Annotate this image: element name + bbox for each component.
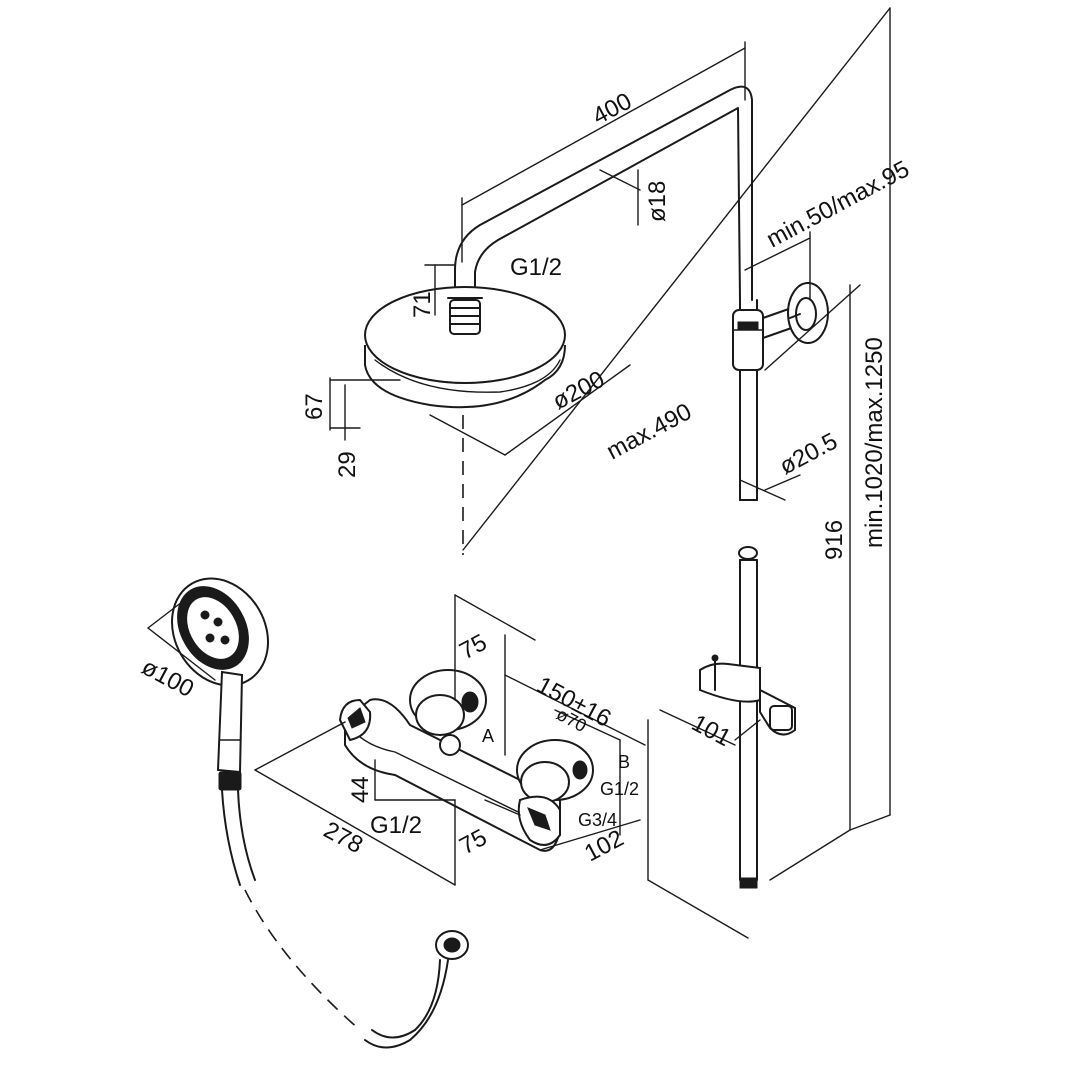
dimension-lines [147,7,891,939]
dim-mixer-height: 44 [347,776,374,803]
rain-shower-head [364,286,566,409]
dim-pole-diameter: ø20.5 [775,428,842,481]
dim-mixer-depth-top: 75 [455,629,491,665]
dim-head-connection: G1/2 [510,254,562,281]
dim-bracket-distance: min.50/max.95 [762,156,914,254]
wall-bracket [762,282,829,344]
dim-head-edge: 29 [334,451,361,478]
dim-mixer-depth: 102 [580,825,628,868]
thermostatic-mixer [338,669,594,852]
dim-arm-length: 400 [588,88,636,131]
dim-head-connection-height: 71 [409,291,436,318]
label-inlet-a: A [482,726,494,746]
hand-shower-holder [699,654,796,736]
dim-total-height: min.1020/max.1250 [861,337,888,548]
label-inlet-b: B [618,752,630,772]
dim-max-reach: max.490 [602,398,696,465]
dim-arm-diameter: ø18 [644,181,671,222]
dim-holder-depth: 101 [687,709,735,752]
dim-inlet-right: G1/2 [600,779,639,799]
hand-shower [171,577,469,1049]
dim-outlet-bottom: G3/4 [578,810,617,830]
shower-arm [454,85,753,301]
dim-pole-length: 916 [821,520,848,560]
dim-head-diameter: ø200 [548,366,609,416]
dim-head-height: 67 [301,393,328,420]
dim-mixer-depth-bottom: 75 [455,824,491,860]
dim-mixer-length: 278 [319,816,367,859]
dim-mixer-outlet: G1/2 [370,812,422,839]
riser-pole [732,299,764,889]
